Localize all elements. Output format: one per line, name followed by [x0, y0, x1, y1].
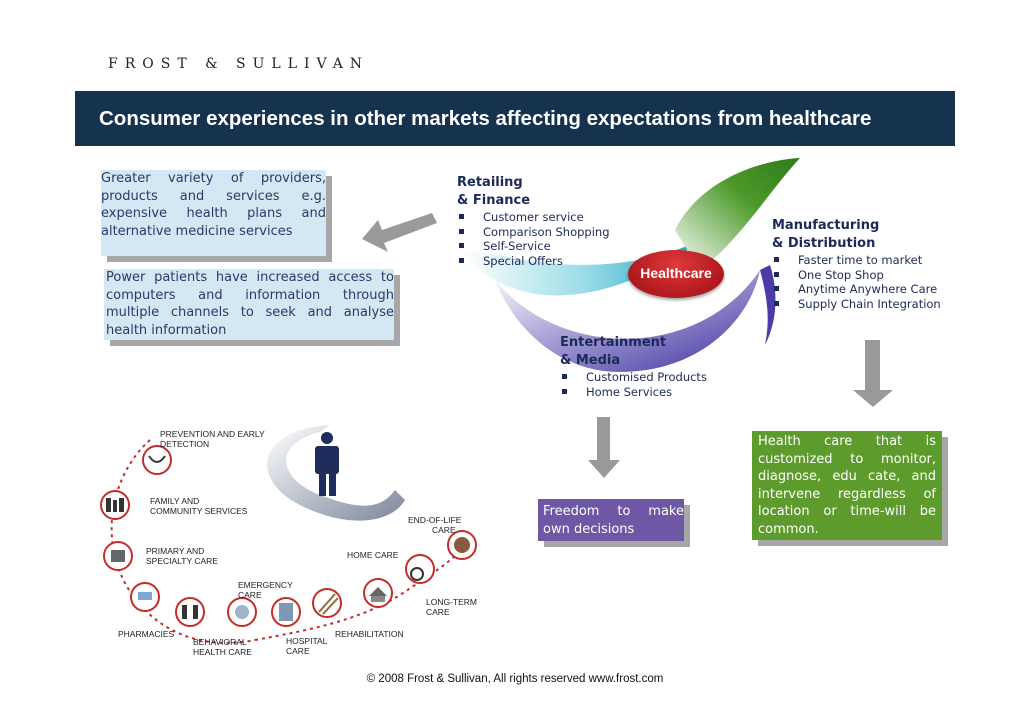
title-bar: [75, 91, 955, 146]
manufacturing-title-line-2: & Distribution: [772, 236, 876, 251]
home-care-icon: [363, 578, 393, 608]
list-item: Comparison Shopping: [457, 225, 610, 240]
freedom-box: Freedom to make own decisions: [538, 499, 684, 541]
manufacturing-distribution-section: Manufacturing & Distribution Faster time…: [772, 217, 941, 312]
teal-swoosh: [462, 240, 700, 296]
power-patients-box: Power patients have increased access to …: [104, 269, 394, 340]
purple-swoosh: [495, 270, 760, 372]
list-item: Supply Chain Integration: [772, 297, 941, 312]
footer-copyright: © 2008 Frost & Sullivan, All rights rese…: [366, 673, 664, 685]
greater-variety-box: Greater variety of providers, products a…: [101, 170, 326, 256]
arrow-left-icon: [362, 213, 437, 252]
emergency-icon: [227, 597, 257, 627]
green-swoosh: [675, 158, 800, 270]
customized-care-box: Health care that is customized to monito…: [752, 431, 942, 540]
arrow-down-icon-1: [588, 417, 620, 478]
list-item: Customer service: [457, 210, 610, 225]
manufacturing-title-line-1: Manufacturing: [772, 218, 880, 233]
entertainment-media-section: Entertainment & Media Customised Product…: [560, 334, 707, 399]
page-title: Consumer experiences in other markets af…: [99, 107, 872, 130]
hospital-icon: [271, 597, 301, 627]
list-item: Home Services: [560, 385, 707, 400]
pharmacy-icon: [130, 582, 160, 612]
behavioral-icon: [175, 597, 205, 627]
arrow-down-icon-2: [853, 340, 893, 407]
list-item: One Stop Shop: [772, 268, 941, 283]
list-item: Faster time to market: [772, 253, 941, 268]
retailing-list: Customer service Comparison Shopping Sel…: [457, 210, 610, 269]
rehabilitation-icon: [312, 588, 342, 618]
manufacturing-list: Faster time to market One Stop Shop Anyt…: [772, 253, 941, 312]
list-item: Anytime Anywhere Care: [772, 282, 941, 297]
retailing-title-line-1: Retailing: [457, 175, 523, 190]
primary-care-icon: [103, 541, 133, 571]
long-term-care-icon: [405, 554, 435, 584]
label-home-care: HOME CARE: [347, 550, 399, 560]
list-item: Self-Service: [457, 239, 610, 254]
frost-sullivan-logo: FROST & SULLIVAN: [108, 56, 370, 72]
entertainment-title-line-1: Entertainment: [560, 335, 667, 350]
list-item: Special Offers: [457, 254, 610, 269]
prevention-icon: [142, 445, 172, 475]
label-pharmacies: PHARMACIES: [118, 629, 175, 639]
list-item: Customised Products: [560, 370, 707, 385]
retailing-title-line-2: & Finance: [457, 193, 531, 208]
curved-arrow-icon: [267, 425, 405, 521]
retailing-finance-section: Retailing & Finance Customer service Com…: [457, 174, 610, 269]
label-rehabilitation: REHABILITATION: [335, 629, 404, 639]
healthcare-center-badge: Healthcare: [628, 250, 724, 298]
entertainment-list: Customised Products Home Services: [560, 370, 707, 399]
end-of-life-icon: [447, 530, 477, 560]
family-icon: [100, 490, 130, 520]
entertainment-title-line-2: & Media: [560, 353, 621, 368]
person-icon: [315, 432, 339, 496]
